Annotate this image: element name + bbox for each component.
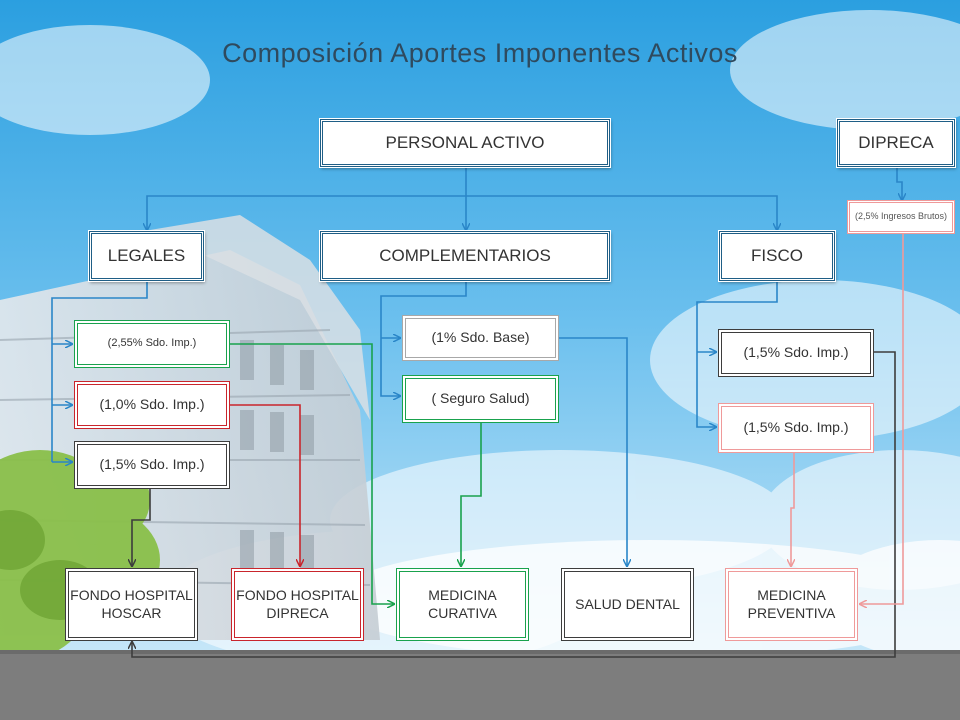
- node-label: LEGALES: [107, 246, 186, 266]
- node-dipreca: DIPRECA: [836, 118, 956, 168]
- node-fondo-hospital-dipreca: FONDO HOSPITAL DIPRECA: [231, 568, 364, 641]
- node-dipreca-ingresos: (2,5% Ingresos Brutos): [847, 200, 955, 234]
- node-fisco: FISCO: [718, 230, 836, 282]
- node-label: PERSONAL ACTIVO: [385, 133, 545, 153]
- node-label: (1,5% Sdo. Imp.): [99, 456, 205, 473]
- node-label: (2,55% Sdo. Imp.): [107, 337, 197, 350]
- node-label: FONDO HOSPITAL HOSCAR: [70, 587, 193, 621]
- node-label: SALUD DENTAL: [575, 595, 680, 612]
- node-legal-item-2: (1,0% Sdo. Imp.): [74, 381, 230, 429]
- node-label: FONDO HOSPITAL DIPRECA: [236, 587, 359, 621]
- node-label: DIPRECA: [858, 133, 934, 153]
- node-label: MEDICINA PREVENTIVA: [747, 587, 836, 621]
- node-personal-activo: PERSONAL ACTIVO: [319, 118, 611, 168]
- node-complementarios: COMPLEMENTARIOS: [319, 230, 611, 282]
- node-label: ( Seguro Salud): [431, 390, 530, 407]
- node-comp-item-2: ( Seguro Salud): [402, 375, 559, 423]
- node-comp-item-1: (1% Sdo. Base): [402, 315, 559, 361]
- page-title: Composición Aportes Imponentes Activos: [222, 38, 738, 68]
- node-fisco-item-2: (1,5% Sdo. Imp.): [718, 403, 874, 453]
- node-label: (1,5% Sdo. Imp.): [743, 344, 849, 361]
- node-label: (1,5% Sdo. Imp.): [743, 419, 849, 436]
- node-medicina-curativa: MEDICINA CURATIVA: [396, 568, 529, 641]
- node-label: (1,0% Sdo. Imp.): [99, 396, 205, 413]
- node-fondo-hospital-hoscar: FONDO HOSPITAL HOSCAR: [65, 568, 198, 641]
- node-label: (1% Sdo. Base): [431, 329, 530, 346]
- node-legales: LEGALES: [88, 230, 205, 282]
- node-medicina-preventiva: MEDICINA PREVENTIVA: [725, 568, 858, 641]
- node-label: FISCO: [751, 246, 803, 266]
- node-label: MEDICINA CURATIVA: [428, 587, 497, 621]
- node-label: (2,5% Ingresos Brutos): [854, 211, 948, 222]
- node-label: COMPLEMENTARIOS: [379, 246, 551, 266]
- node-salud-dental: SALUD DENTAL: [561, 568, 694, 641]
- node-fisco-item-1: (1,5% Sdo. Imp.): [718, 329, 874, 377]
- node-legal-item-3: (1,5% Sdo. Imp.): [74, 441, 230, 489]
- node-legal-item-1: (2,55% Sdo. Imp.): [74, 320, 230, 368]
